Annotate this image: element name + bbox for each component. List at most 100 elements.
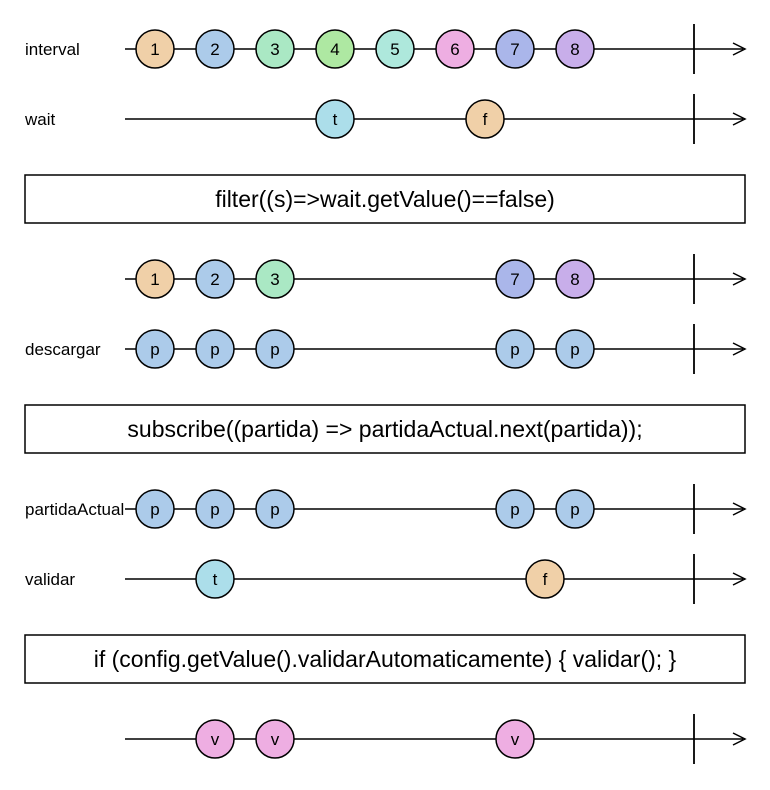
marble-value: t [333,110,338,129]
marble: 2 [195,259,235,299]
marble-circle [555,259,595,299]
marble: p [495,489,535,529]
marble-value: 4 [330,40,339,59]
marble: f [465,99,505,139]
marble-circle [555,29,595,69]
marble-value: f [483,110,488,129]
timeline-row: 1 2 3 7 8 [125,254,747,304]
marble: p [195,489,235,529]
marble-value: 5 [390,40,399,59]
marble-value: t [213,570,218,589]
marble-value: 2 [210,270,219,289]
stream-label: partidaActual [25,500,124,519]
marble-circle [495,259,535,299]
marble: 7 [495,259,535,299]
marble-circle [255,29,295,69]
arrowhead-icon [732,112,747,126]
marble: 1 [135,259,175,299]
marble-value: p [210,500,219,519]
operator-box: if (config.getValue().validarAutomaticam… [24,634,746,684]
marble-value: p [510,340,519,359]
marble: 1 [135,29,175,69]
operator-box: subscribe((partida) => partidaActual.nex… [24,404,746,454]
marble-circle [435,29,475,69]
marble-circle [135,29,175,69]
stream-label: interval [25,40,80,59]
marble-circle [195,489,235,529]
marble: p [495,329,535,369]
marble-circle [135,259,175,299]
marble-value: 3 [270,270,279,289]
marble: p [255,489,295,529]
marble-value: p [570,500,579,519]
operator-text: filter((s)=>wait.getValue()==false) [215,186,555,212]
marble: 5 [375,29,415,69]
marble-circle [195,259,235,299]
marble-value: p [570,340,579,359]
marble-circle [315,99,355,139]
marble-circle [195,719,235,759]
marble: v [495,719,535,759]
marble-circle [195,329,235,369]
marble: p [255,329,295,369]
marble-value: v [511,730,520,749]
marble-value: f [543,570,548,589]
marble-circle [135,489,175,529]
marble: p [555,489,595,529]
operator-text: if (config.getValue().validarAutomaticam… [94,646,677,672]
stream-label: descargar [25,340,101,359]
marble-value: p [150,340,159,359]
marble-circle [255,489,295,529]
marble-value: 8 [570,40,579,59]
marble-value: p [270,340,279,359]
marble-value: 7 [510,40,519,59]
marble: v [255,719,295,759]
marble-value: 6 [450,40,459,59]
marble-circle [495,489,535,529]
timeline-row: wait t f [24,94,747,144]
marble: f [525,559,565,599]
marble: 8 [555,29,595,69]
operator-box-frame [24,404,746,454]
marble-circle [495,719,535,759]
marble-circle [255,719,295,759]
operator-box: filter((s)=>wait.getValue()==false) [24,174,746,224]
marble: t [195,559,235,599]
marble-value: p [150,500,159,519]
marble: 6 [435,29,475,69]
marble-circle [375,29,415,69]
marble-value: 7 [510,270,519,289]
arrowhead-icon [732,342,747,356]
marble-value: p [210,340,219,359]
marble: p [195,329,235,369]
arrowhead-icon [732,272,747,286]
operator-text: subscribe((partida) => partidaActual.nex… [127,416,642,442]
timeline-row: descargar p p p p p [25,324,747,374]
marble-circle [555,329,595,369]
marble-value: v [271,730,280,749]
marble-circle [255,259,295,299]
marble-value: 8 [570,270,579,289]
stream-label: wait [24,110,56,129]
marble-circle [495,329,535,369]
marble: 8 [555,259,595,299]
timeline-row: partidaActual p p p p p [25,484,747,534]
marble-value: 1 [150,40,159,59]
marble-circle [195,559,235,599]
operator-box-frame [24,174,746,224]
marble: p [135,489,175,529]
marble-value: 2 [210,40,219,59]
arrowhead-icon [732,502,747,516]
marble-circle [555,489,595,529]
marble: 3 [255,259,295,299]
marble-circle [495,29,535,69]
marble-value: p [270,500,279,519]
operator-box-frame [24,634,746,684]
marble: p [555,329,595,369]
marble: 2 [195,29,235,69]
stream-label: validar [25,570,75,589]
marble-circle [195,29,235,69]
